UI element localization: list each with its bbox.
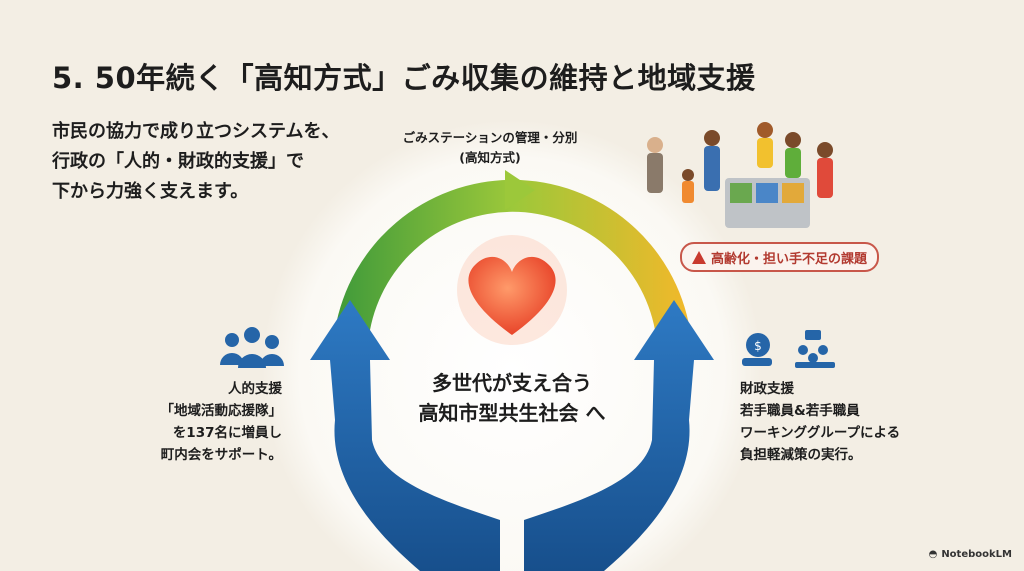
svg-text:$: $ bbox=[754, 339, 762, 353]
slide-title: 5. 50年続く「高知方式」ごみ収集の維持と地域支援 bbox=[52, 61, 756, 95]
left-hand-arrow bbox=[310, 300, 500, 571]
heart-icon bbox=[468, 256, 556, 335]
working-group-icon bbox=[795, 330, 835, 368]
warning-badge: 高齢化・担い手不足の課題 bbox=[680, 242, 880, 272]
support-line: 町内会をサポート。 bbox=[160, 447, 282, 463]
money-bag-icon: $ bbox=[742, 333, 772, 366]
lead-line: 市民の協力で成り立つシステムを、 bbox=[52, 121, 340, 142]
human-support-text: 人的支援 「地域活動応援隊」 を137名に増員し 町内会をサポート。 bbox=[100, 378, 283, 466]
cycle-arc bbox=[335, 179, 690, 330]
station-label-line: (高知方式) bbox=[459, 150, 521, 165]
station-label: ごみステーションの管理・分別 (高知方式) bbox=[385, 128, 595, 168]
lead-line: 行政の「人的・財政的支援」で bbox=[52, 151, 304, 172]
support-line: 「地域活動応援隊」 bbox=[160, 403, 283, 419]
arc-arrow-head bbox=[505, 170, 535, 210]
notebooklm-logo-icon: ◓ bbox=[928, 549, 938, 560]
warning-text: 高齢化・担い手不足の課題 bbox=[711, 251, 868, 267]
staff-group-icon bbox=[220, 327, 284, 368]
lead-line: 下から力強く支えます。 bbox=[52, 181, 249, 202]
support-line: 負担軽減策の実行。 bbox=[740, 447, 862, 463]
support-line: を137名に増員し bbox=[172, 425, 282, 441]
station-label-line: ごみステーションの管理・分別 bbox=[402, 130, 578, 145]
center-line: 多世代が支え合う bbox=[432, 371, 592, 395]
support-line: 財政支援 bbox=[740, 381, 794, 397]
support-line: 若手職員&若手職員 bbox=[740, 403, 860, 419]
lead-text: 市民の協力で成り立つシステムを、 行政の「人的・財政的支援」で 下から力強く支え… bbox=[52, 117, 339, 207]
brand-watermark: ◓ NotebookLM bbox=[929, 548, 1012, 562]
support-line: ワーキンググループによる bbox=[740, 425, 901, 441]
center-message: 多世代が支え合う 高知市型共生社会 へ bbox=[382, 368, 642, 428]
brand-text: NotebookLM bbox=[941, 549, 1012, 560]
right-hand-arrow bbox=[524, 300, 714, 571]
support-line: 人的支援 bbox=[228, 381, 282, 397]
warning-icon bbox=[692, 250, 706, 264]
financial-support-text: 財政支援 若手職員&若手職員 ワーキンググループによる 負担軽減策の実行。 bbox=[740, 378, 960, 466]
people-illustration bbox=[647, 122, 833, 228]
center-line: 高知市型共生社会 へ bbox=[418, 401, 606, 425]
